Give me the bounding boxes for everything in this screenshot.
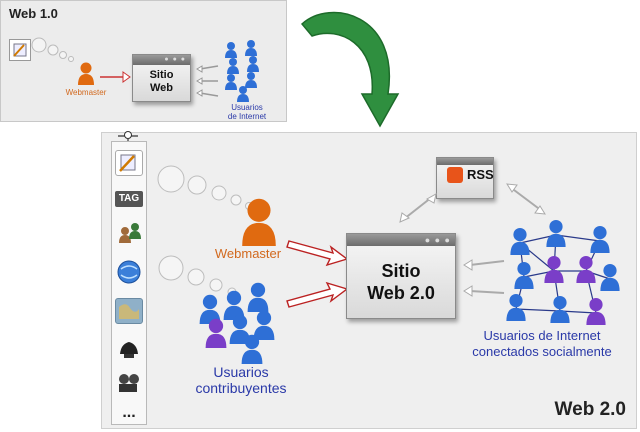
web1-panel: Web 1.0 Webmaster ● ● ● Sitio Web — [0, 0, 287, 122]
web2-site-window: ● ● ● Sitio Web 2.0 — [346, 233, 456, 319]
web2-webmaster-label: Webmaster — [214, 246, 282, 261]
rss-label: RSS — [467, 167, 494, 182]
transition-arrow — [300, 11, 400, 128]
web1-users-group-icon — [225, 40, 259, 102]
web1-webmaster-label: Webmaster — [65, 88, 107, 97]
web2-contributors-label-line2: contribuyentes — [195, 380, 287, 396]
web2-social-users-arrows — [463, 259, 505, 297]
web2-social-network-icon — [506, 220, 620, 325]
web2-panel: Web 2.0 TAG — [101, 131, 637, 429]
toolbar-map-icon[interactable] — [115, 298, 143, 324]
web1-site-line2: Web — [149, 82, 174, 94]
rss-icon — [447, 167, 463, 183]
web2-site-line2: Web 2.0 — [367, 283, 435, 303]
web2-webmaster-arrow — [286, 240, 349, 267]
web2-thought-bubbles-bottom — [158, 255, 237, 297]
web2-site-line1: Sitio — [381, 261, 421, 281]
web1-webmaster-icon — [78, 62, 94, 85]
web2-toolbar: TAG — [111, 141, 147, 425]
toolbar-edit-icon[interactable] — [115, 150, 143, 176]
web1-users-label-line1: Usuarios — [231, 103, 263, 112]
web1-user-arrows — [196, 65, 219, 97]
toolbar-people-icon[interactable] — [115, 222, 143, 248]
web2-contributors-arrow — [286, 281, 349, 308]
web2-social-users-label-line2: conectados socialmente — [472, 344, 612, 359]
toolbar-phone-icon[interactable] — [115, 336, 143, 362]
toolbar-film-icon[interactable] — [115, 370, 143, 396]
web2-social-users-label-line1: Usuarios de Internet — [483, 328, 601, 343]
web1-title: Web 1.0 — [9, 6, 58, 21]
rss-users-arrow — [506, 183, 546, 215]
web2-thought-bubbles-top — [157, 165, 253, 210]
web2-contributors-group-icon — [199, 282, 275, 364]
rss-site-arrow — [399, 193, 437, 223]
web1-site-window: ● ● ● Sitio Web — [132, 54, 191, 102]
toolbar-globe-icon[interactable] — [115, 259, 143, 285]
rss-window: RSS — [436, 157, 494, 199]
web2-webmaster-icon — [242, 198, 276, 246]
web1-edit-tool-icon — [9, 39, 31, 61]
web1-webmaster-arrow — [100, 71, 131, 83]
web2-title: Web 2.0 — [554, 399, 626, 420]
toolbar-tag-icon[interactable]: TAG — [115, 191, 143, 207]
web1-users-label-line2: de Internet — [227, 112, 267, 121]
web2-contributors-label-line1: Usuarios — [213, 364, 269, 380]
toolbar-more[interactable]: ... — [122, 404, 136, 421]
web1-site-line1: Sitio — [149, 69, 174, 81]
web1-thought-bubbles — [31, 37, 74, 62]
